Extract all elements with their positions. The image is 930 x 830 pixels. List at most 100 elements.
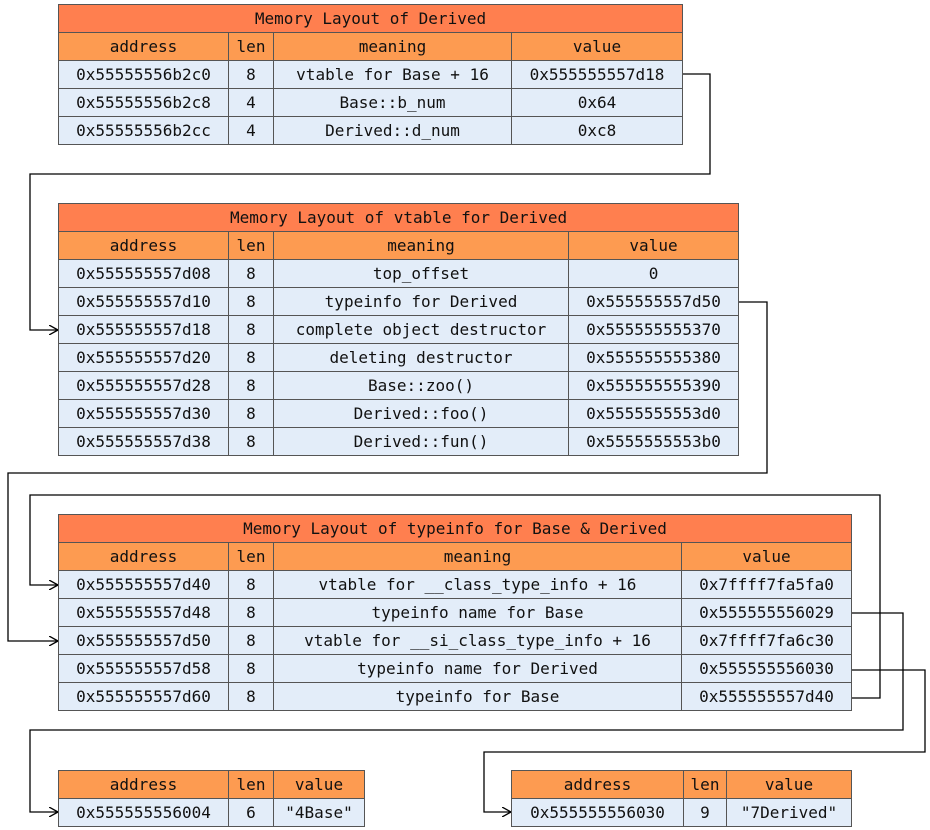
value-cell: 0x555555557d40 [680, 682, 853, 711]
value-cell: 0x7ffff7fa6c30 [680, 626, 853, 655]
table-row: 0x555555557d38 8 Derived::fun() 0x555555… [58, 427, 740, 456]
len-cell: 8 [228, 371, 274, 400]
len-cell: 9 [683, 798, 727, 827]
address-cell: 0x555555556030 [511, 798, 684, 827]
meaning-cell: vtable for __si_class_type_info + 16 [273, 626, 682, 655]
column-header: value [726, 770, 852, 799]
value-cell: 0x555555556030 [680, 654, 853, 683]
column-header: meaning [273, 231, 569, 260]
len-cell: 8 [228, 399, 274, 428]
value-cell: 0x64 [511, 88, 683, 117]
meaning-cell: Derived::fun() [273, 427, 569, 456]
address-cell: 0x555555557d28 [58, 371, 229, 400]
meaning-cell: Derived::foo() [273, 399, 569, 428]
column-header: len [683, 770, 727, 799]
table-row: 0x55555556b2c0 8 vtable for Base + 16 0x… [58, 60, 683, 89]
value-cell: 0x555555555390 [567, 371, 740, 400]
column-header: value [567, 231, 740, 260]
meaning-cell: complete object destructor [273, 315, 569, 344]
address-cell: 0x555555557d10 [58, 287, 229, 316]
table-row: 0x555555557d30 8 Derived::foo() 0x555555… [58, 399, 740, 428]
column-header: value [511, 32, 683, 61]
table-row: 0x55555556b2cc 4 Derived::d_num 0xc8 [58, 116, 683, 145]
value-cell: 0x555555555380 [567, 343, 740, 372]
address-cell: 0x555555557d50 [58, 626, 229, 655]
meaning-cell: top_offset [273, 259, 569, 288]
value-cell: 0x555555555370 [567, 315, 740, 344]
table-title: Memory Layout of typeinfo for Base & Der… [57, 514, 853, 543]
table-row: 0x555555557d48 8 typeinfo name for Base … [58, 598, 853, 627]
meaning-cell: typeinfo name for Derived [273, 654, 682, 683]
meaning-cell: vtable for Base + 16 [273, 60, 512, 89]
table-row: 0x555555557d58 8 typeinfo name for Deriv… [58, 654, 853, 683]
column-header: len [228, 32, 274, 61]
value-cell: "4Base" [273, 798, 365, 827]
meaning-cell: deleting destructor [273, 343, 569, 372]
table-title: Memory Layout of vtable for Derived [57, 203, 740, 232]
address-cell: 0x555555557d40 [58, 570, 229, 599]
arrow-name-base [29, 612, 904, 812]
len-cell: 8 [228, 654, 274, 683]
column-header: len [228, 231, 274, 260]
value-cell: 0x5555555553d0 [567, 399, 740, 428]
meaning-cell: Base::b_num [273, 88, 512, 117]
value-cell: 0x555555556029 [680, 598, 853, 627]
address-cell: 0x55555556b2cc [58, 116, 229, 145]
len-cell: 8 [228, 598, 274, 627]
table-row: 0x555555557d60 8 typeinfo for Base 0x555… [58, 682, 853, 711]
column-header: address [511, 770, 684, 799]
table-row: 0x555555556030 9 "7Derived" [511, 798, 852, 827]
len-cell: 8 [228, 287, 274, 316]
table-row: 0x555555557d28 8 Base::zoo() 0x555555555… [58, 371, 740, 400]
value-cell: 0x7ffff7fa5fa0 [680, 570, 853, 599]
len-cell: 8 [228, 60, 274, 89]
typeinfo-layout-table: Memory Layout of typeinfo for Base & Der… [57, 514, 853, 711]
table-row: 0x555555557d08 8 top_offset 0 [58, 259, 740, 288]
len-cell: 8 [228, 315, 274, 344]
address-cell: 0x555555557d58 [58, 654, 229, 683]
table-row: 0x555555557d50 8 vtable for __si_class_t… [58, 626, 853, 655]
address-cell: 0x555555557d48 [58, 598, 229, 627]
vtable-layout-table: Memory Layout of vtable for Derived addr… [57, 203, 740, 456]
meaning-cell: typeinfo for Derived [273, 287, 569, 316]
meaning-cell: typeinfo name for Base [273, 598, 682, 627]
table-row: 0x555555557d10 8 typeinfo for Derived 0x… [58, 287, 740, 316]
column-header: value [680, 542, 853, 571]
address-cell: 0x555555557d20 [58, 343, 229, 372]
len-cell: 8 [228, 343, 274, 372]
len-cell: 8 [228, 570, 274, 599]
column-header: value [273, 770, 365, 799]
arrow-base-typeinfo [29, 494, 881, 699]
column-header: address [58, 231, 229, 260]
arrow-vptr-to-vtable [29, 73, 711, 330]
meaning-cell: vtable for __class_type_info + 16 [273, 570, 682, 599]
value-cell: 0x5555555553b0 [567, 427, 740, 456]
column-header: meaning [273, 542, 682, 571]
meaning-cell: typeinfo for Base [273, 682, 682, 711]
table-row: 0x55555556b2c8 4 Base::b_num 0x64 [58, 88, 683, 117]
column-header: address [58, 770, 229, 799]
table-title: Memory Layout of Derived [58, 4, 683, 33]
table-row: 0x555555557d20 8 deleting destructor 0x5… [58, 343, 740, 372]
address-cell: 0x555555557d30 [58, 399, 229, 428]
column-header: len [228, 542, 274, 571]
address-cell: 0x555555557d38 [58, 427, 229, 456]
len-cell: 8 [228, 427, 274, 456]
len-cell: 4 [228, 88, 274, 117]
derived-layout-table: Memory Layout of Derived address len mea… [58, 4, 683, 145]
len-cell: 4 [228, 116, 274, 145]
meaning-cell: Derived::d_num [273, 116, 512, 145]
column-header: address [58, 32, 229, 61]
len-cell: 8 [228, 259, 274, 288]
len-cell: 8 [228, 682, 274, 711]
name-derived-table: address len value 0x555555556030 9 "7Der… [511, 770, 852, 827]
table-row: 0x555555556004 6 "4Base" [58, 798, 365, 827]
arrow-name-derived [483, 669, 926, 812]
len-cell: 6 [228, 798, 274, 827]
address-cell: 0x55555556b2c0 [58, 60, 229, 89]
address-cell: 0x555555557d18 [58, 315, 229, 344]
value-cell: "7Derived" [726, 798, 852, 827]
value-cell: 0xc8 [511, 116, 683, 145]
meaning-cell: Base::zoo() [273, 371, 569, 400]
